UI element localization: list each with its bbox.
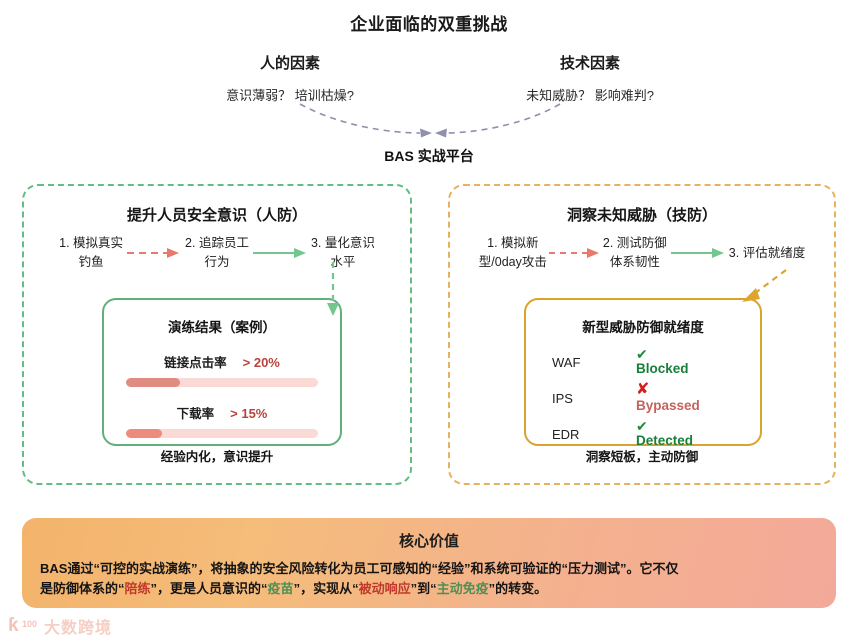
core-value-title: 核心价值	[398, 533, 459, 550]
defense-name-ips: IPS	[552, 390, 573, 406]
metric-download-rate-label: 下载率	[176, 407, 215, 421]
metric-download-rate-bar-fill	[126, 429, 163, 438]
step-left-1: 1. 模拟真实 钓鱼	[59, 236, 124, 270]
core-value-line-1: BAS通过“可控的实战演练”，将抽象的安全风险转化为员工可感知的“经验”和系统可…	[40, 559, 818, 579]
threat-readiness-card: 新型威胁防御就绪度 WAF ✔ Blocked IPS ✘ Bypassed	[524, 298, 762, 447]
converging-arrows-icon	[299, 103, 561, 138]
connector-arrow-right-icon	[742, 269, 787, 302]
drill-result-title: 演练结果（案例）	[168, 320, 276, 335]
cause-tech-title: 技术因素	[559, 55, 620, 72]
defense-status-waf: Blocked	[636, 360, 689, 376]
step-right-1: 1. 模拟新 型/0day攻击	[478, 236, 547, 270]
watermark-glyph: ƙ	[8, 615, 19, 636]
defense-row-ips: IPS ✘ Bypassed	[526, 380, 760, 416]
core-value-line-2: 是防御体系的“陪练”，更是人员意识的“疫苗”，实现从“被动响应”到“主动免疫”的…	[40, 579, 818, 599]
defense-status-ips: Bypassed	[636, 397, 700, 413]
panel-technical-defense: 洞察未知威胁（技防） 1. 模拟新 型/0day攻击 2. 测试防御 体系韧性 …	[448, 184, 836, 485]
cause-human-subtitle: 意识薄弱？ 培训枯燥?	[226, 88, 354, 103]
check-icon: ✔	[636, 417, 648, 434]
defense-status-edr: Detected	[636, 432, 694, 448]
panel-right-footer: 洞察短板，主动防御	[585, 450, 699, 464]
defense-name-edr: EDR	[552, 426, 580, 442]
highlight-beidongxiangying: 被动响应	[358, 581, 411, 597]
page-title: 企业面临的双重挑战	[350, 15, 508, 34]
step-right-3: 3. 评估就绪度	[728, 245, 806, 260]
core-value-l2-seg-e: ”的转变。	[488, 581, 548, 597]
highlight-peilian: 陪练	[124, 581, 151, 597]
metric-click-rate: 链接点击率 > 20%	[126, 352, 318, 387]
watermark: ƙ 100 大数跨境	[8, 614, 112, 638]
cross-icon: ✘	[636, 380, 650, 398]
cause-human-title: 人的因素	[259, 55, 320, 72]
cause-tech-subtitle: 未知威胁？ 影响难判?	[526, 88, 654, 103]
defense-row-waf: WAF ✔ Blocked	[526, 344, 760, 380]
core-value-l2-seg-a: 是防御体系的“	[40, 581, 125, 597]
core-value-banner: 核心价值 BAS通过“可控的实战演练”，将抽象的安全风险转化为员工可感知的“经验…	[22, 518, 836, 608]
highlight-zhudongmianyi: 主动免疫	[436, 581, 489, 597]
step-left-2: 2. 追踪员工 行为	[185, 236, 249, 270]
metric-click-rate-bar-fill	[126, 378, 180, 387]
arrow-solid-green-icon	[670, 248, 724, 259]
highlight-yimiao: 疫苗	[267, 581, 294, 597]
panel-left-footer: 经验内化，意识提升	[160, 450, 274, 464]
watermark-logo-icon: ƙ 100	[8, 615, 38, 637]
arrow-dashed-red-icon	[548, 248, 599, 259]
watermark-text: 大数跨境	[44, 620, 113, 637]
metric-click-rate-label: 链接点击率	[164, 356, 227, 370]
metric-click-rate-bar	[126, 378, 318, 387]
panel-right-title: 洞察未知威胁（技防）	[566, 207, 717, 224]
arrow-solid-green-icon	[252, 248, 306, 259]
defense-rows: WAF ✔ Blocked IPS ✘ Bypassed EDR	[526, 344, 760, 452]
connector-arrow-left-icon	[327, 262, 339, 316]
arrow-dashed-red-icon	[127, 248, 180, 259]
panel-left-steps: 1. 模拟真实 钓鱼 2. 追踪员工 行为 3. 量化意识 水平	[24, 234, 410, 273]
core-value-l2-seg-d: ”到“	[410, 581, 437, 597]
drill-result-card: 演练结果（案例） 链接点击率 > 20% 下载率 > 15%	[102, 298, 342, 446]
step-left-3: 3. 量化意识 水平	[310, 236, 375, 270]
bas-platform-label: BAS 实战平台	[384, 148, 474, 164]
cause-human-factors: 人的因素 意识薄弱？ 培训枯燥?	[160, 52, 420, 104]
panel-left-title: 提升人员安全意识（人防）	[126, 207, 307, 224]
panel-right-steps: 1. 模拟新 型/0day攻击 2. 测试防御 体系韧性 3. 评估就绪度	[450, 234, 834, 273]
threat-readiness-title: 新型威胁防御就绪度	[582, 320, 704, 335]
core-value-l2-seg-c: ”，实现从“	[293, 581, 359, 597]
metric-download-rate-bar	[126, 429, 318, 438]
step-right-2: 2. 测试防御 体系韧性	[602, 236, 667, 270]
check-icon: ✔	[636, 345, 648, 362]
defense-row-edr: EDR ✔ Detected	[526, 416, 760, 452]
panel-human-defense: 提升人员安全意识（人防） 1. 模拟真实 钓鱼 2. 追踪员工 行为 3. 量化…	[22, 184, 412, 485]
metric-download-rate: 下载率 > 15%	[126, 403, 318, 438]
core-value-body: BAS通过“可控的实战演练”，将抽象的安全风险转化为员工可感知的“经验”和系统可…	[40, 559, 818, 599]
core-value-line1-text: BAS通过“可控的实战演练”，将抽象的安全风险转化为员工可感知的“经验”和系统可…	[40, 561, 679, 576]
metric-download-rate-value: > 15%	[230, 406, 268, 421]
defense-name-waf: WAF	[552, 354, 581, 370]
watermark-superscript: 100	[22, 619, 38, 629]
core-value-l2-seg-b: ”，更是人员意识的“	[150, 581, 268, 597]
metric-click-rate-value: > 20%	[242, 355, 280, 370]
cause-technical-factors: 技术因素 未知威胁？ 影响难判?	[450, 52, 730, 104]
